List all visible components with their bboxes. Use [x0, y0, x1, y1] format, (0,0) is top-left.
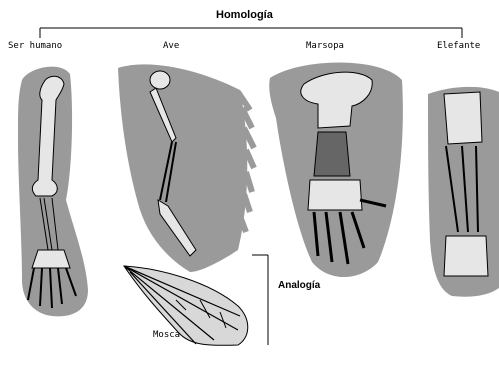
porpoise-label: Marsopa	[306, 41, 344, 51]
homology-bracket	[40, 28, 462, 38]
analogy-bracket	[252, 255, 268, 345]
elephant-label: Elefante	[437, 41, 480, 51]
fly-wing-illustration	[124, 266, 248, 345]
elephant-leg-illustration	[428, 87, 499, 297]
bird-wing-illustration	[118, 64, 254, 272]
human-arm-illustration	[18, 67, 88, 317]
porpoise-flipper-illustration	[269, 63, 403, 278]
bird-label: Ave	[163, 41, 179, 51]
homology-title: Homología	[216, 9, 273, 21]
analogy-label: Analogía	[278, 280, 320, 291]
fly-label: Mosca	[153, 330, 180, 340]
human-label: Ser humano	[8, 41, 62, 51]
